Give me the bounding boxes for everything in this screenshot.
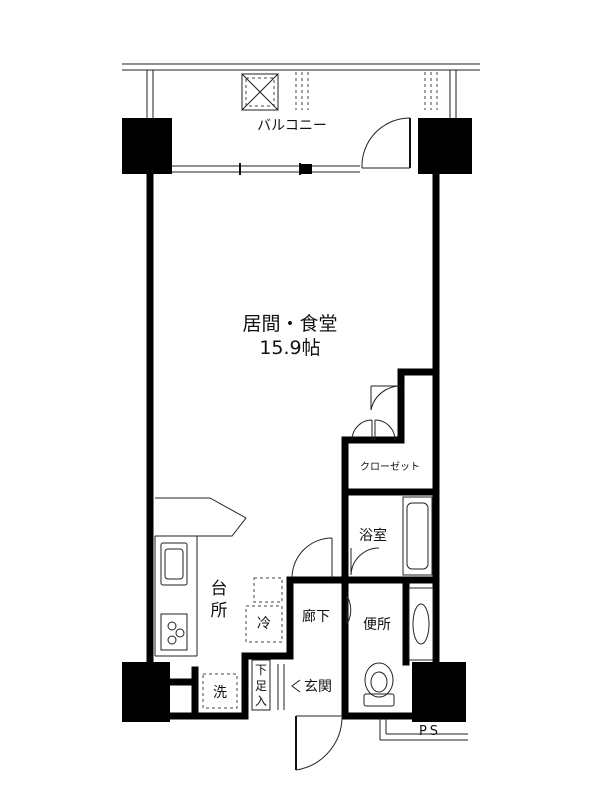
kitchen-sink (160, 542, 188, 586)
washer-label: 洗 (213, 685, 227, 701)
shoe-box-label-1: 下 (255, 663, 267, 677)
column-top-left (122, 118, 172, 174)
toilet-label: 便所 (363, 617, 391, 633)
washer-space (202, 673, 238, 709)
bath-label: 浴室 (359, 527, 387, 544)
balcony-door (361, 117, 411, 169)
kitchen-counter (154, 497, 247, 657)
living-room-label: 居間・食堂 (242, 313, 337, 335)
bath-door (350, 547, 380, 576)
toilet-fixture (363, 662, 395, 707)
pipe-space (379, 718, 468, 741)
balcony-hatch (241, 73, 279, 111)
column-bottom-left (122, 662, 170, 722)
corridor-label: 廊下 (302, 608, 330, 625)
closet-doors (351, 385, 402, 441)
bathtub (402, 496, 433, 576)
kitchen-label-2: 所 (211, 601, 228, 621)
interior-walls (166, 376, 440, 720)
balcony-railing (122, 63, 480, 118)
stove (160, 613, 188, 651)
kitchen-label-1: 台 (211, 579, 228, 599)
corridor-door (291, 537, 333, 579)
balcony-window (172, 163, 360, 175)
shoe-box (251, 659, 271, 711)
closet-label: クローゼット (360, 461, 420, 473)
fridge-label: 冷 (257, 616, 271, 632)
column-top-right (418, 118, 472, 174)
toilet-door (346, 595, 352, 625)
fridge-space (245, 577, 283, 643)
column-bottom-right (412, 662, 466, 722)
pipe-space-label: PS (419, 724, 441, 739)
balcony-label: バルコニー (257, 118, 327, 134)
shoe-box-label-2: 足 (255, 679, 267, 693)
front-door (295, 715, 343, 771)
outer-walls (146, 170, 440, 720)
entrance-step (277, 664, 301, 710)
toilet-sink (408, 587, 434, 661)
living-room-size: 15.9帖 (259, 337, 320, 359)
entrance-label: 玄関 (304, 678, 332, 695)
shoe-box-label-3: 入 (255, 694, 267, 708)
